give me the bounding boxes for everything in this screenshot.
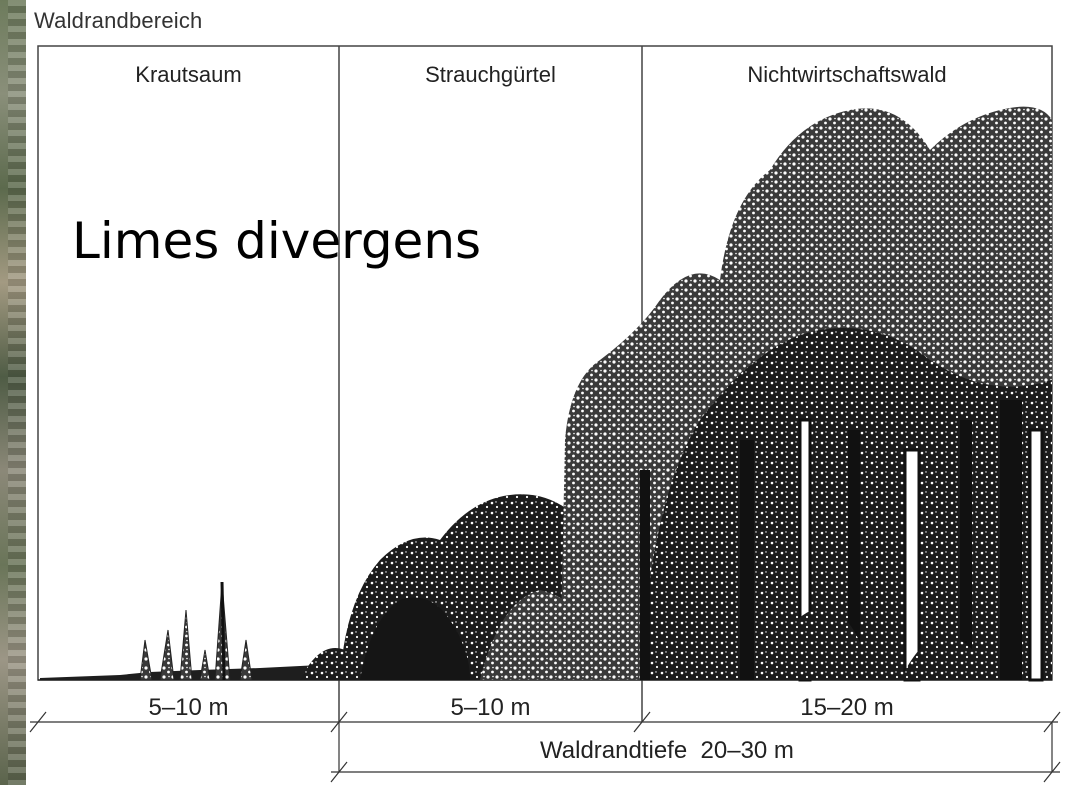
tree-trunk — [640, 470, 650, 680]
tick-0 — [29, 711, 47, 733]
tick-total-right — [1043, 761, 1061, 783]
herb-fringe-illustration — [40, 581, 360, 681]
tick-total-left — [330, 761, 348, 783]
slide-title: Limes divergens — [72, 212, 482, 270]
zone-label-nichtwirtschaftswald: Nichtwirtschaftswald — [747, 62, 947, 87]
zone-label-strauchguertel: Strauchgürtel — [425, 62, 556, 87]
tree-trunk — [848, 430, 860, 680]
diagram-title: Waldrandbereich — [34, 8, 203, 33]
zone-label-krautsaum: Krautsaum — [135, 62, 242, 87]
tree-trunk — [903, 448, 921, 682]
measure-krautsaum: 5–10 m — [148, 694, 229, 721]
tick-2 — [633, 711, 651, 733]
tree-trunk — [1000, 400, 1022, 680]
measure-strauchguertel: 5–10 m — [450, 694, 531, 721]
background-photo-strip — [0, 0, 26, 785]
tree-trunk — [740, 440, 754, 680]
total-depth-label: Waldrandtiefe 20–30 m — [540, 737, 794, 764]
tree-trunk — [960, 420, 972, 680]
measure-nichtwirtschaftswald: 15–20 m — [800, 694, 894, 721]
forest-illustration — [560, 106, 1052, 682]
tree-trunk — [1028, 428, 1044, 682]
